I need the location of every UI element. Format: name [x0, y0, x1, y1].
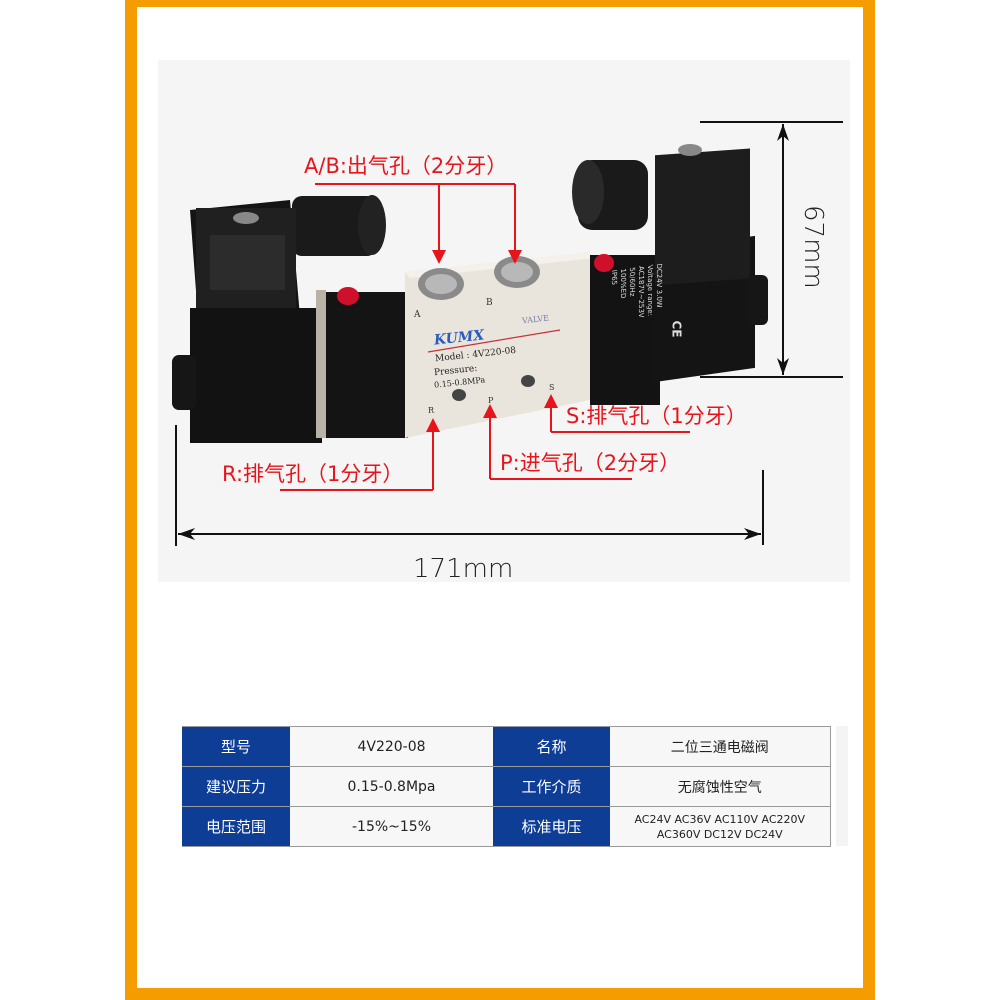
port-label-p: P [488, 396, 494, 405]
spec-key-name: 名称 [493, 726, 610, 767]
port-label-s: S [549, 383, 555, 392]
callout-r-exhaust: R:排气孔（1分牙） [222, 462, 404, 486]
table-row: 型号 4V220-08 名称 二位三通电磁阀 [182, 726, 831, 767]
spec-value-model: 4V220-08 [290, 726, 493, 767]
table-row: 电压范围 -15%~15% 标准电压 AC24V AC36V AC110V AC… [182, 806, 831, 847]
dimension-width-label: 171mm [413, 554, 514, 584]
coil-spec-label: DC24V 3.0W Voltage range: AC187V~253V 50… [610, 263, 663, 319]
left-solenoid [172, 195, 408, 443]
spec-key-medium: 工作介质 [493, 766, 610, 807]
spec-key-voltage-range: 电压范围 [182, 806, 290, 847]
spec-value-pressure: 0.15-0.8Mpa [290, 766, 493, 807]
spec-key-model: 型号 [182, 726, 290, 767]
callout-s-exhaust: S:排气孔（1分牙） [566, 404, 747, 428]
table-shadow [836, 726, 848, 846]
spec-value-name: 二位三通电磁阀 [610, 726, 831, 767]
spec-table: 型号 4V220-08 名称 二位三通电磁阀 建议压力 0.15-0.8Mpa … [182, 726, 831, 847]
product-photo-panel: A B KUMX VALVE Model : 4V220-08 Pressure… [158, 60, 850, 582]
callout-lines [280, 183, 690, 491]
dimension-height-label: 67mm [798, 205, 828, 289]
spec-value-medium: 无腐蚀性空气 [610, 766, 831, 807]
spec-value-standard-voltage: AC24V AC36V AC110V AC220V AC360V DC12V D… [610, 806, 831, 847]
port-label-a: A [414, 310, 421, 320]
ce-mark: CE [669, 320, 684, 338]
callout-p-inlet: P:进气孔（2分牙） [500, 451, 681, 475]
spec-value-voltage-range: -15%~15% [290, 806, 493, 847]
valve-illustration [172, 121, 843, 546]
callout-ab-outlet: A/B:出气孔（2分牙） [304, 154, 508, 178]
table-row: 建议压力 0.15-0.8Mpa 工作介质 无腐蚀性空气 [182, 766, 831, 807]
port-label-r: R [428, 406, 435, 415]
spec-key-pressure: 建议压力 [182, 766, 290, 807]
dimension-lines [175, 121, 843, 546]
port-label-b: B [486, 298, 493, 308]
spec-key-standard-voltage: 标准电压 [493, 806, 610, 847]
right-solenoid [572, 144, 768, 405]
valve-body [405, 252, 595, 438]
